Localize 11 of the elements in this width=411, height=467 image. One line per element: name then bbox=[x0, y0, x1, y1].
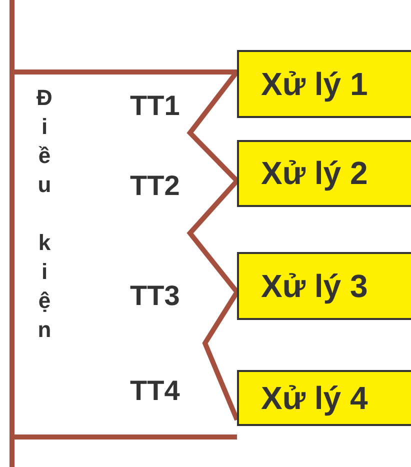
connector-line bbox=[202, 290, 240, 421]
condition-label: Điều kiện bbox=[33, 85, 55, 346]
connector-line bbox=[186, 179, 239, 294]
case-label: TT4 bbox=[130, 375, 180, 407]
case-label: TT1 bbox=[130, 90, 180, 122]
process-box: Xử lý 3 bbox=[237, 252, 411, 320]
process-box: Xử lý 4 bbox=[237, 370, 411, 426]
case-label: TT3 bbox=[130, 280, 180, 312]
process-box: Xử lý 2 bbox=[237, 140, 411, 207]
process-box: Xử lý 1 bbox=[237, 50, 411, 118]
case-label: TT2 bbox=[130, 170, 180, 202]
